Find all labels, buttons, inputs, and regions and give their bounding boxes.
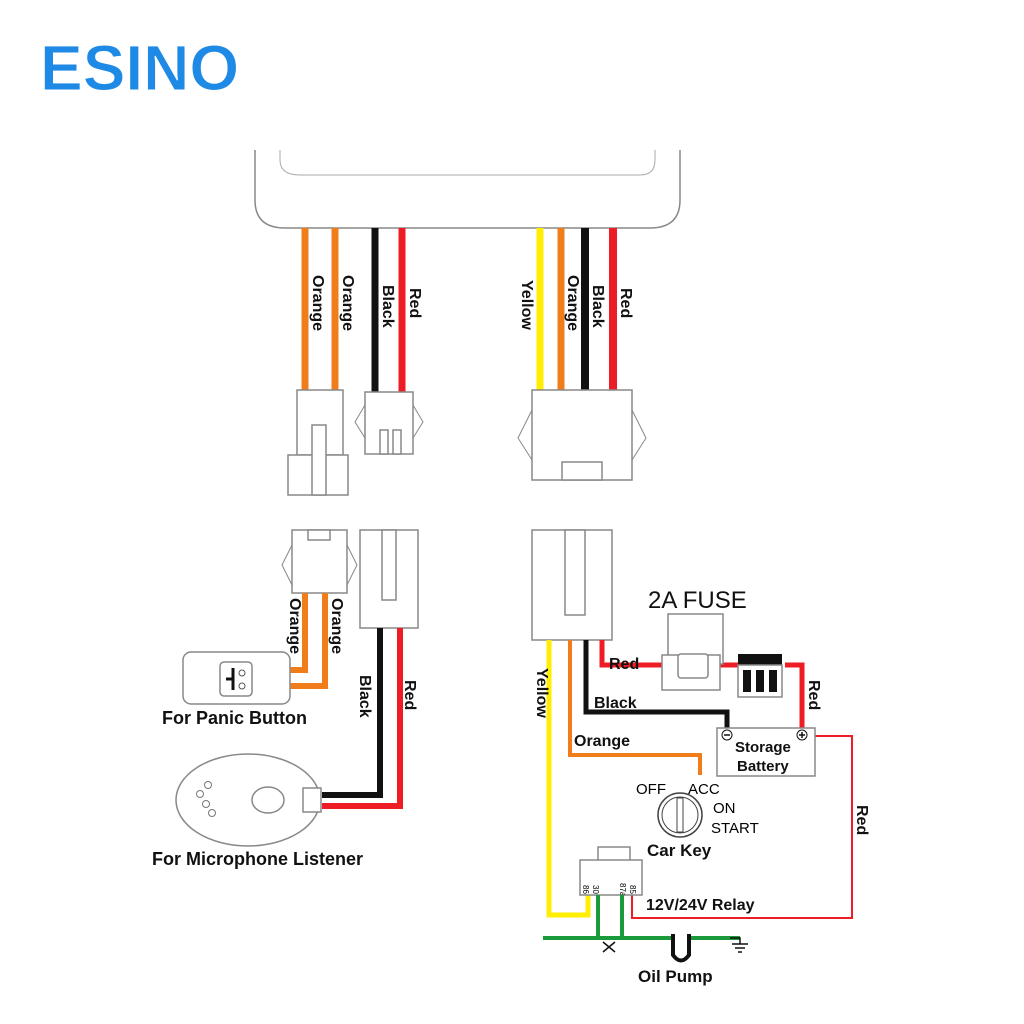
oil-pump-label: Oil Pump — [638, 967, 713, 986]
label-power-red: Red — [609, 656, 639, 673]
panic-button-label: For Panic Button — [162, 708, 307, 728]
label-panic-orange-2: Orange — [328, 598, 345, 654]
panic-plug-top — [287, 389, 349, 496]
fuse-holder — [737, 654, 783, 698]
label-red: Red — [406, 288, 423, 318]
label-power-black: Black — [594, 695, 637, 712]
car-key-label: Car Key — [647, 841, 712, 860]
relay — [579, 846, 643, 896]
mic-plug-top — [354, 391, 424, 455]
key-off: OFF — [636, 781, 666, 798]
tracker-device-body — [254, 150, 681, 229]
device-inner-edge — [279, 150, 656, 176]
ground-icon — [730, 937, 748, 953]
label-yellow: Yellow — [518, 280, 535, 330]
relay-pin-86: 86 — [581, 885, 590, 894]
key-acc: ACC — [688, 781, 720, 798]
wire-black-ground — [583, 640, 730, 730]
label-mic-black: Black — [356, 675, 373, 718]
fuse-label: 2A FUSE — [648, 587, 747, 614]
label-red: Red — [617, 288, 634, 318]
storage-battery — [716, 727, 816, 777]
wire-yellow-relay — [546, 640, 591, 918]
label-battery-red: Red — [805, 680, 822, 710]
label-black: Black — [589, 285, 606, 328]
relay-pin-85: 85 — [628, 885, 637, 894]
wire-orange-acc — [568, 640, 702, 775]
panic-wire-2 — [290, 593, 328, 689]
label-orange-1: Orange — [309, 275, 326, 331]
panic-wire-1 — [290, 593, 308, 673]
label-relay-red: Red — [853, 805, 870, 835]
label-power-orange: Orange — [574, 733, 630, 750]
relay-pin-87a: 87a — [618, 883, 627, 897]
relay-label: 12V/24V Relay — [646, 897, 755, 914]
top-right-wire-bundle — [536, 228, 617, 392]
mic-plug-bottom — [359, 529, 419, 629]
label-panic-orange-1: Orange — [286, 598, 303, 654]
wire-red-relay — [631, 735, 853, 919]
label-orange: Orange — [564, 275, 581, 331]
label-black: Black — [379, 285, 396, 328]
label-power-yellow: Yellow — [533, 668, 550, 718]
mic-wire-black — [322, 628, 383, 798]
panic-button-device — [182, 651, 291, 705]
battery-label-1: Storage — [735, 739, 791, 756]
relay-pin-30: 30 — [591, 885, 600, 894]
microphone-device — [175, 753, 322, 847]
top-left-wire-bundle — [301, 228, 406, 395]
battery-label-2: Battery — [737, 758, 789, 775]
panic-plug-bottom — [281, 529, 358, 594]
label-orange-2: Orange — [339, 275, 356, 331]
oil-pump-icon — [671, 934, 691, 963]
power-plug-bottom — [531, 529, 613, 641]
power-plug-top — [517, 389, 647, 481]
microphone-label: For Microphone Listener — [152, 849, 363, 869]
key-on: ON — [713, 800, 736, 817]
car-key-switch — [657, 792, 703, 838]
mic-wire-red — [322, 628, 403, 809]
fuse — [661, 613, 724, 691]
label-mic-red: Red — [401, 680, 418, 710]
key-start: START — [711, 820, 759, 837]
esino-logo: ESINO — [40, 32, 239, 104]
pump-circuit — [543, 895, 748, 963]
